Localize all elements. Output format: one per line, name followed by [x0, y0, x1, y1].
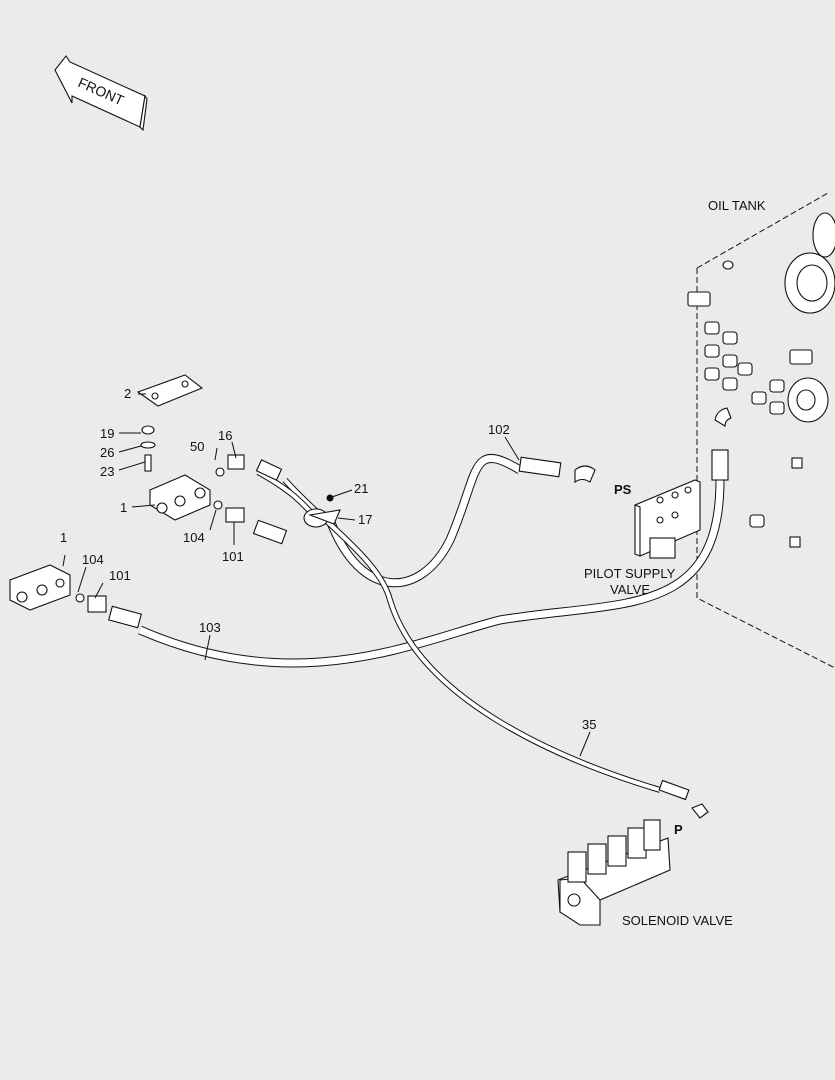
pilot-supply-valve-label-line2: VALVE	[610, 582, 650, 597]
callout-101-upper: 101	[222, 549, 244, 564]
solenoid-coils	[567, 819, 661, 883]
callout-35: 35	[582, 717, 596, 732]
oil-tank: OIL TANK	[687, 192, 835, 669]
callout-numbers: 2 19 26 23 1 50 16 104 101 21 17 102 1 1…	[60, 386, 596, 732]
oil-tank-label: OIL TANK	[708, 198, 766, 213]
callout-17: 17	[358, 512, 372, 527]
callout-2: 2	[124, 386, 131, 401]
callout-16: 16	[218, 428, 232, 443]
callout-1-lower: 1	[60, 530, 67, 545]
callout-104-lower: 104	[82, 552, 104, 567]
front-direction-arrow: FRONT	[54, 55, 148, 132]
hose-35	[282, 478, 709, 819]
callout-1-upper: 1	[120, 500, 127, 515]
port-ps-label: PS	[614, 482, 632, 497]
solenoid-valve: SOLENOID VALVE P	[557, 819, 733, 928]
callout-leaders	[62, 393, 591, 757]
hose-103	[138, 407, 732, 668]
callout-50: 50	[190, 439, 204, 454]
callout-101-lower: 101	[109, 568, 131, 583]
tank-fittings	[687, 291, 829, 548]
upper-mounting-block	[136, 374, 288, 545]
callout-102: 102	[488, 422, 510, 437]
pilot-supply-valve: PS PILOT SUPPLY VALVE	[584, 479, 701, 597]
callout-104-upper: 104	[183, 530, 205, 545]
callout-21: 21	[354, 481, 368, 496]
solenoid-valve-label: SOLENOID VALVE	[622, 913, 733, 928]
port-p-label: P	[674, 822, 683, 837]
lower-mounting-block	[9, 564, 142, 629]
callout-103: 103	[199, 620, 221, 635]
callout-26: 26	[100, 445, 114, 460]
callout-23: 23	[100, 464, 114, 479]
hose-clamp	[303, 494, 341, 528]
pilot-supply-valve-label-line1: PILOT SUPPLY	[584, 566, 676, 581]
hose-102	[325, 454, 596, 588]
callout-19: 19	[100, 426, 114, 441]
